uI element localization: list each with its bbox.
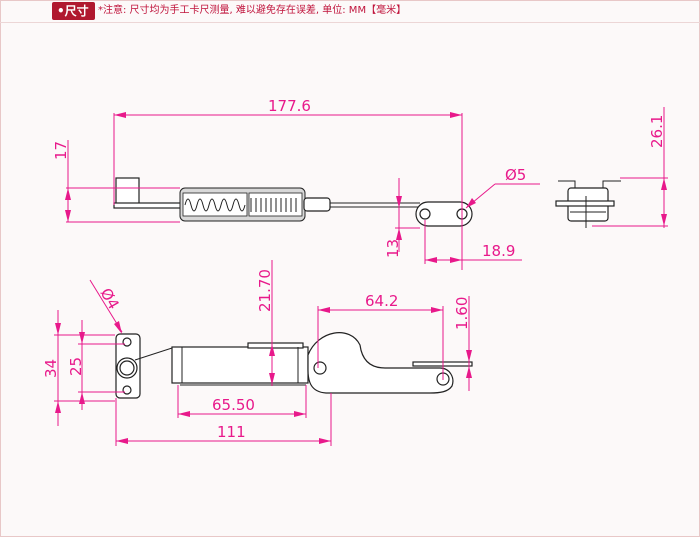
dim-plate-thickness: 1.60 [453,297,471,330]
header-divider [0,22,700,23]
end-view-part [555,180,621,228]
dim-overall-length: 177.6 [268,97,311,115]
dim-end-height: 26.1 [648,115,666,148]
dim-overall-height: 34 [42,359,60,378]
dim-hole-diameter: Ø5 [505,166,526,184]
dim-mount-hole-diameter: Ø4 [97,285,123,312]
mount-hole-top [122,337,132,347]
dim-body-height: 21.70 [256,269,274,312]
spring-coil-small [250,198,297,212]
measurement-note: *注意: 尺寸均为手工卡尺测量, 难以避免存在误差, 单位: MM【毫米】 [98,5,407,16]
end-view-dimensions: 26.1 [592,107,668,228]
dim-height: 17 [52,141,70,160]
mount-hole-bottom [122,385,132,395]
hook-arm [307,332,454,394]
section-badge: •尺寸 [52,2,95,20]
end-view-plate [555,200,615,207]
left-plate [113,202,183,209]
dim-hole-spacing: 18.9 [482,242,515,260]
dim-overall-side-length: 111 [217,423,246,441]
left-bracket [115,177,140,205]
top-view-dimensions: 177.6 17 Ø5 13 18.9 [52,97,540,270]
end-plate [415,201,473,227]
side-view-part [115,332,473,399]
hook-pivot-hole [313,361,327,375]
top-view-part [113,177,473,227]
body-top-plate [247,342,304,349]
dim-offset-height: 13 [384,239,402,258]
connector [303,197,331,212]
dim-hook-length: 64.2 [365,292,398,310]
body-tube [171,346,309,384]
spring-coil-large [184,198,246,212]
dim-body-length: 65.50 [212,396,255,414]
side-view-dimensions: Ø4 34 25 21.70 64.2 1.60 [42,260,472,446]
dim-hole-spacing-vertical: 25 [67,357,85,376]
end-hole-1 [419,208,431,220]
